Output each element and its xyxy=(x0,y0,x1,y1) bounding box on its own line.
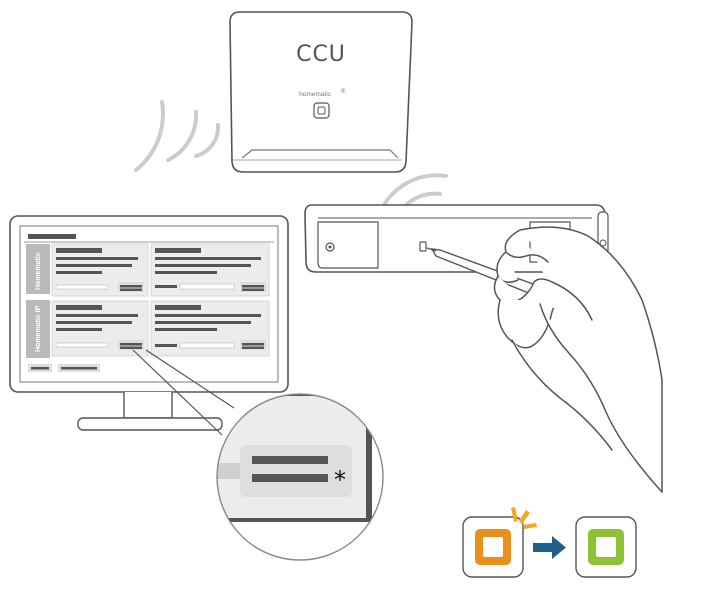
brand-registered-mark: ® xyxy=(341,87,346,95)
section-homematic-label-bg xyxy=(26,244,50,294)
device-card xyxy=(51,243,149,297)
led-before xyxy=(462,516,524,578)
system-button xyxy=(419,241,427,252)
monitor: Homematic Homematic IP xyxy=(9,215,289,431)
hand xyxy=(493,226,663,493)
section-homematic-ip-label-bg xyxy=(26,300,50,358)
zoom-connector xyxy=(145,349,235,409)
device-card xyxy=(150,243,270,297)
ccu-label: CCU xyxy=(296,42,346,67)
wifi-waves-icon xyxy=(134,100,221,172)
asterisk-icon: * xyxy=(334,466,346,494)
section-homematic-ip-label: Homematic IP xyxy=(35,305,42,352)
zoom-connector xyxy=(132,349,223,436)
led-after xyxy=(575,516,637,578)
section-homematic-label: Homematic xyxy=(35,252,42,290)
device-card xyxy=(150,300,270,357)
brand-name: homematic xyxy=(299,91,332,98)
zoom-magnifier: * xyxy=(216,393,384,561)
flash-icon xyxy=(511,507,537,529)
arrow-right-icon xyxy=(533,536,566,559)
ccu-device: CCU homematic ® xyxy=(229,11,413,173)
device-card xyxy=(51,300,149,357)
